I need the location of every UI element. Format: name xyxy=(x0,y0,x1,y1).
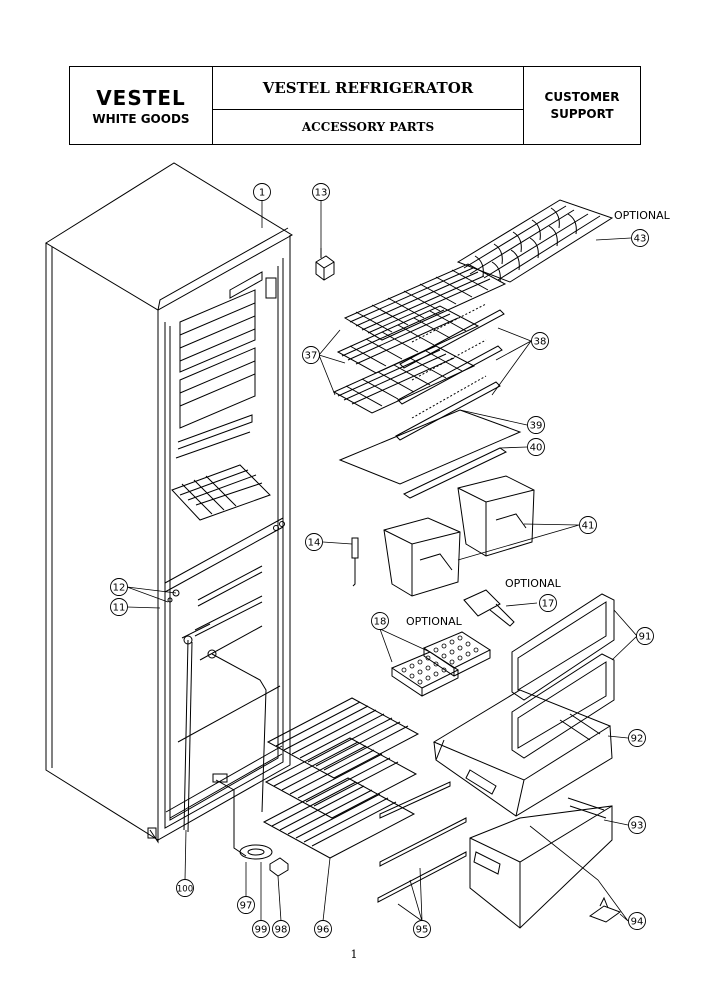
part-92-crisper-drawer xyxy=(432,689,613,817)
callout-number: 38 xyxy=(534,337,547,348)
part-96-condenser-coils xyxy=(262,697,420,859)
callout-95: 95 xyxy=(413,920,431,938)
callout-96: 96 xyxy=(314,920,332,938)
brand-subtitle: WHITE GOODS xyxy=(92,111,190,126)
callout-number: 40 xyxy=(530,443,543,454)
refrigerator-cabinet xyxy=(45,162,293,857)
callout-number: 92 xyxy=(631,734,644,745)
part-17-ice-scraper xyxy=(463,589,515,627)
callout-94: 94 xyxy=(628,912,646,930)
callout-17: 17 xyxy=(539,594,557,612)
callout-number: 97 xyxy=(240,901,253,912)
callout-number: 39 xyxy=(530,421,543,432)
part-41-door-bins xyxy=(383,475,535,597)
callout-92: 92 xyxy=(628,729,646,747)
part-43-wine-rack xyxy=(456,199,614,283)
callout-14: 14 xyxy=(305,533,323,551)
callout-99: 99 xyxy=(252,920,270,938)
callout-number: 11 xyxy=(113,603,126,614)
callout-97: 97 xyxy=(237,896,255,914)
callout-1: 1 xyxy=(253,183,271,201)
callout-number: 98 xyxy=(275,925,288,936)
part-94-bracket xyxy=(588,896,622,923)
header-table: VESTEL WHITE GOODS VESTEL REFRIGERATOR A… xyxy=(69,66,641,145)
title-cell: VESTEL REFRIGERATOR ACCESSORY PARTS xyxy=(213,67,524,144)
callout-100: 100 xyxy=(176,879,194,897)
callout-number: 99 xyxy=(255,925,268,936)
callout-13: 13 xyxy=(312,183,330,201)
callout-38: 38 xyxy=(531,332,549,350)
callout-41: 41 xyxy=(579,516,597,534)
optional-note-ice-tray: OPTIONAL xyxy=(406,615,463,628)
support-line-2: SUPPORT xyxy=(550,106,614,121)
callout-number: 17 xyxy=(542,599,555,610)
callout-93: 93 xyxy=(628,816,646,834)
support-line-1: CUSTOMER xyxy=(544,89,620,104)
callout-number: 94 xyxy=(631,917,644,928)
callout-number: 13 xyxy=(315,188,328,199)
callout-number: 91 xyxy=(639,632,652,643)
part-95-rails xyxy=(377,781,467,903)
document-subtitle: ACCESSORY PARTS xyxy=(301,120,435,134)
callout-98: 98 xyxy=(272,920,290,938)
part-14-tool xyxy=(351,537,359,587)
leader-lines xyxy=(126,201,638,922)
callout-39: 39 xyxy=(527,416,545,434)
optional-note-scraper: OPTIONAL xyxy=(505,577,562,590)
part-93-crisper-drawer xyxy=(469,797,613,929)
callout-number: 37 xyxy=(305,351,318,362)
callout-number: 95 xyxy=(416,925,429,936)
support-cell: CUSTOMER SUPPORT xyxy=(524,67,640,144)
part-18-ice-trays xyxy=(390,631,492,697)
document-title: VESTEL REFRIGERATOR xyxy=(213,67,523,110)
callout-number: 100 xyxy=(177,885,193,895)
part-13-component xyxy=(315,248,335,281)
callout-43: 43 xyxy=(631,229,649,247)
callout-number: 1 xyxy=(259,188,265,199)
callout-37: 37 xyxy=(302,346,320,364)
callout-11: 11 xyxy=(110,598,128,616)
part-91-crisper-covers xyxy=(511,593,615,759)
brand-name: VESTEL xyxy=(96,85,186,110)
callout-91: 91 xyxy=(636,627,654,645)
part-40-glass-trim xyxy=(402,447,508,499)
optional-note-wine-rack: OPTIONAL xyxy=(614,209,671,222)
callout-18: 18 xyxy=(371,612,389,630)
part-98-clip xyxy=(269,857,289,877)
page-number: 1 xyxy=(350,948,358,961)
callout-number: 18 xyxy=(374,617,387,628)
callout-labels: 1 13 43 37 38 39 40 41 14 17 12 11 18 91 92 93 94 100 97 99… xyxy=(110,183,654,938)
callout-number: 43 xyxy=(634,234,647,245)
callout-12: 12 xyxy=(110,578,128,596)
part-97-tray xyxy=(239,844,273,860)
callout-number: 96 xyxy=(317,925,330,936)
part-37-shelves xyxy=(332,263,507,414)
part-39-glass-shelf xyxy=(338,409,522,485)
brand-cell: VESTEL WHITE GOODS xyxy=(70,67,213,144)
callout-40: 40 xyxy=(527,438,545,456)
callout-number: 12 xyxy=(113,583,126,594)
callout-number: 41 xyxy=(582,521,595,532)
callout-number: 14 xyxy=(308,538,321,549)
part-38-shelf-trims xyxy=(395,303,505,441)
callout-number: 93 xyxy=(631,821,644,832)
